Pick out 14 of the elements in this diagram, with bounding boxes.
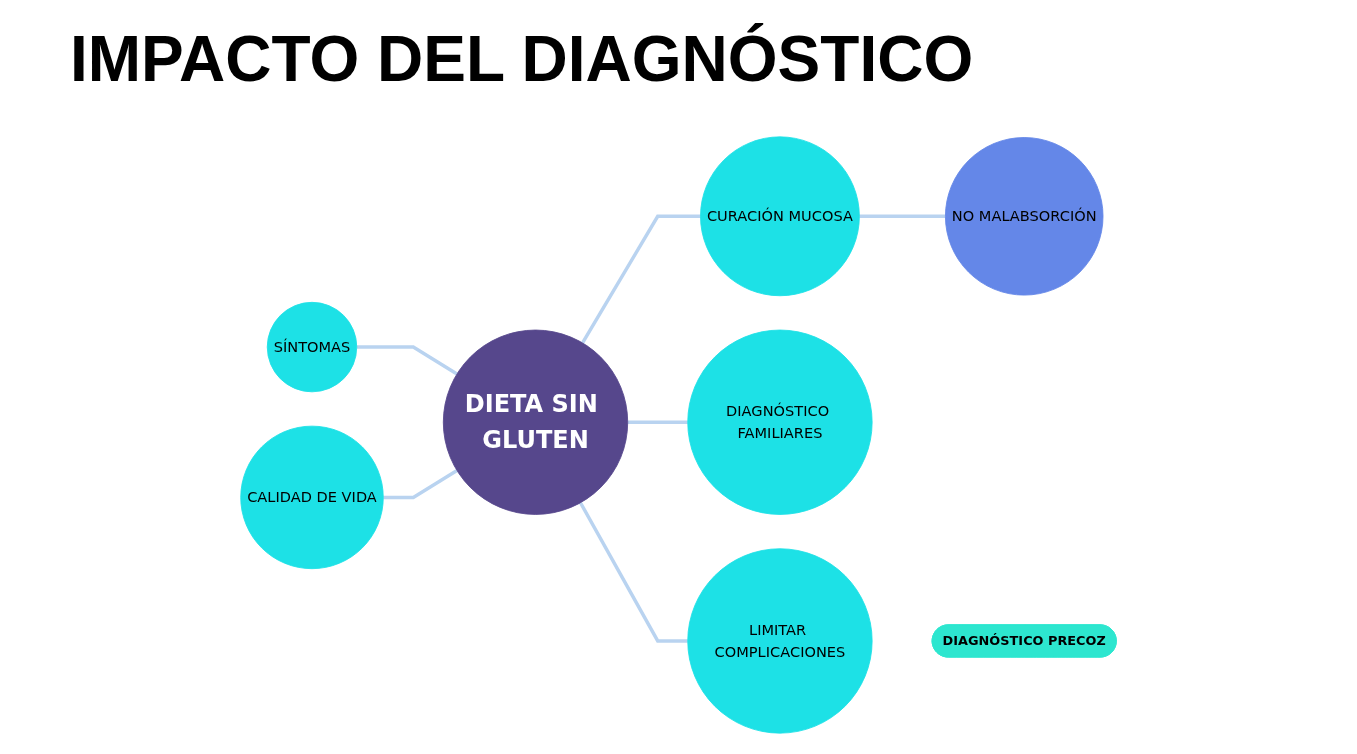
- connector: [627, 420, 688, 424]
- connector: [383, 469, 458, 500]
- node-circle: CALIDAD DE VIDA: [240, 425, 384, 570]
- connector: [859, 214, 946, 218]
- node-circle: LIMITAR COMPLICACIONES: [687, 548, 873, 734]
- node-circle: DIAGNÓSTICO FAMILIARES: [687, 329, 873, 515]
- connector: [579, 501, 688, 643]
- title: IMPACTO DEL DIAGNÓSTICO: [70, 22, 974, 96]
- connector: [356, 345, 458, 376]
- node-circle: DIETA SIN GLUTEN: [442, 329, 629, 515]
- connector: [581, 214, 701, 344]
- node-circle: NO MALABSORCIÓN: [945, 137, 1104, 296]
- node-circle: CURACIÓN MUCOSA: [700, 136, 860, 297]
- node-circle: SÍNTOMAS: [266, 301, 358, 393]
